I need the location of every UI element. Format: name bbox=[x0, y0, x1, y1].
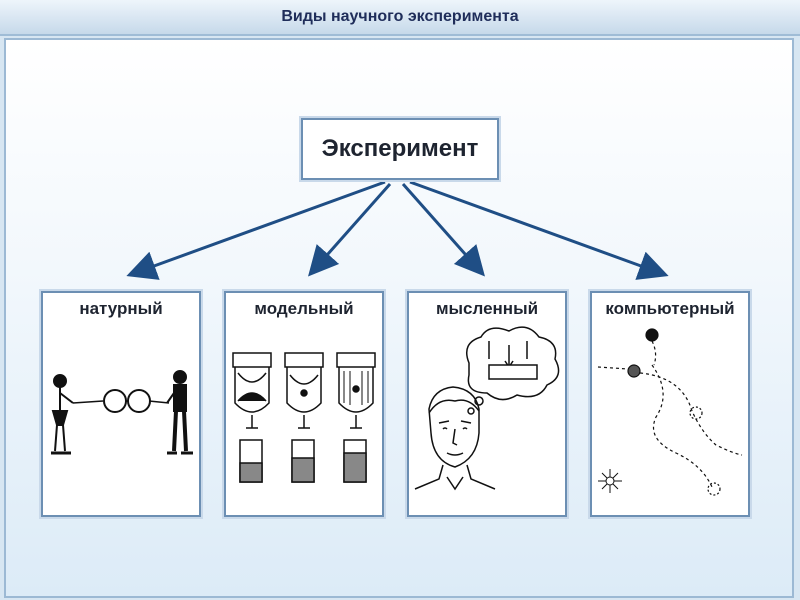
arrow-to-mental bbox=[401, 183, 485, 277]
burst-icon bbox=[598, 469, 622, 493]
card-mental: мысленный bbox=[407, 291, 567, 517]
trajectory-illustration bbox=[597, 328, 743, 496]
card-model: модельный bbox=[224, 291, 384, 517]
card-computer-label: компьютерный bbox=[605, 299, 735, 318]
arrow-to-model bbox=[308, 183, 392, 277]
apparatus-illustration bbox=[232, 352, 376, 483]
thinking-head-illustration bbox=[414, 326, 560, 491]
arrow-to-natural bbox=[126, 180, 386, 280]
card-natural: натурный bbox=[41, 291, 201, 517]
card-model-label: модельный bbox=[254, 299, 354, 318]
card-mental-label: мысленный bbox=[435, 299, 539, 318]
card-computer: компьютерный bbox=[590, 291, 750, 517]
root-node-experiment: Эксперимент bbox=[301, 118, 499, 180]
card-natural-label: натурный bbox=[79, 299, 163, 318]
page-title: Виды научного эксперимента bbox=[0, 0, 800, 36]
arrow-to-computer bbox=[409, 180, 669, 280]
skaters-illustration bbox=[51, 370, 193, 455]
